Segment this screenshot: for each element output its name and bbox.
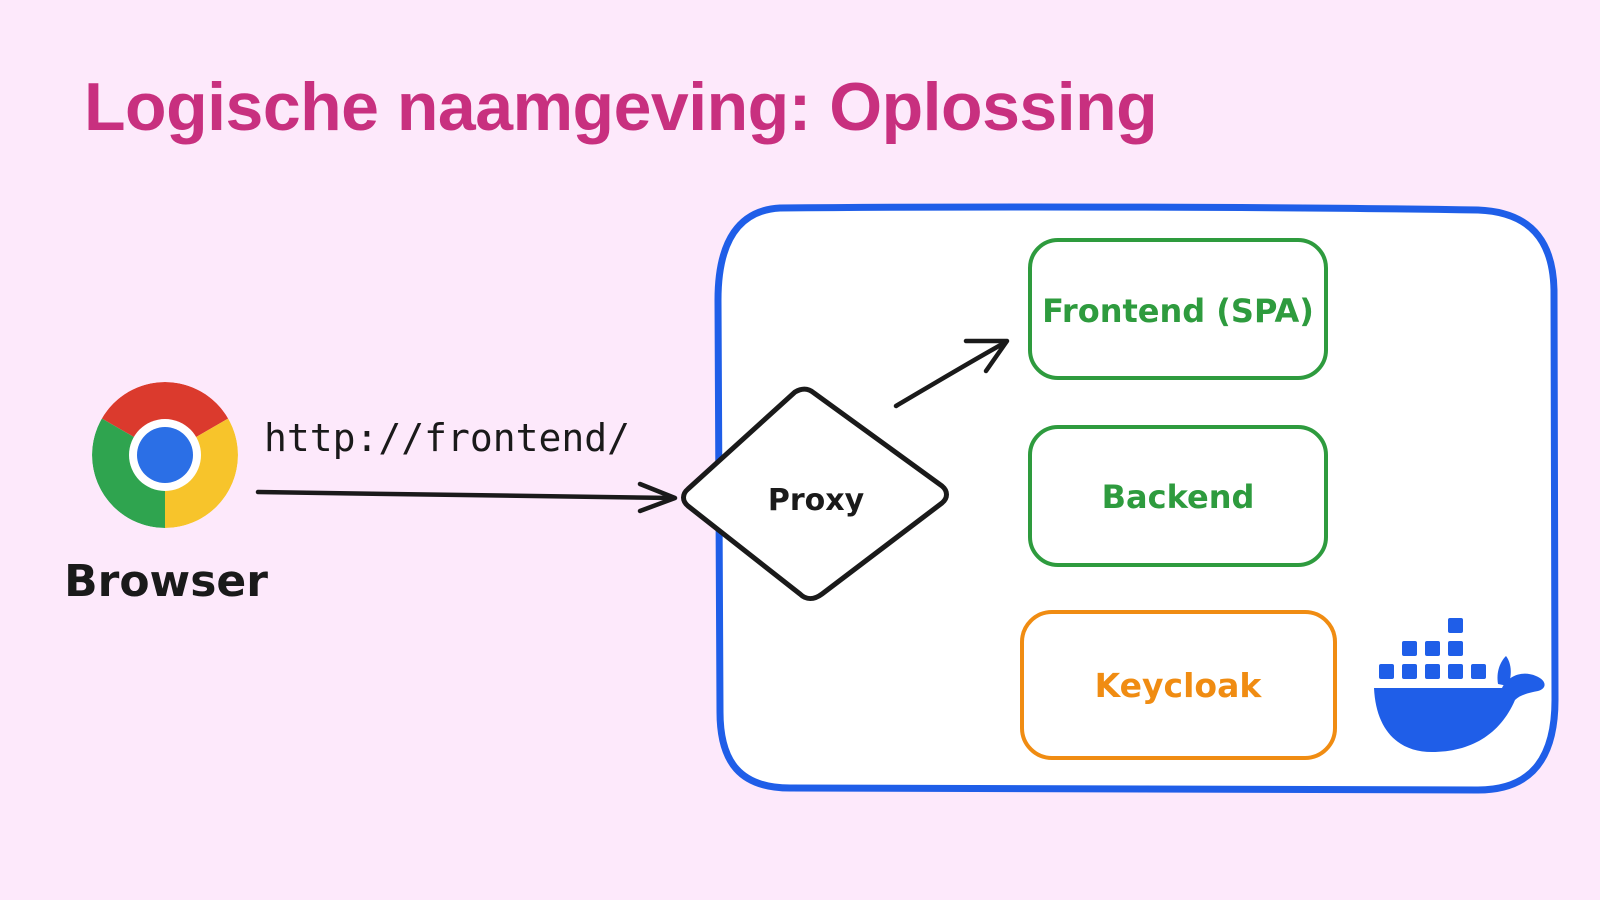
frontend-service-box	[1028, 238, 1328, 380]
frontend-service-label: Frontend (SPA)	[1042, 292, 1314, 330]
proxy-label: Proxy	[768, 483, 865, 518]
slide-title: Logische naamgeving: Oplossing	[84, 69, 1158, 145]
backend-service-box	[1028, 425, 1328, 567]
chrome-icon	[92, 382, 238, 528]
proxy-node	[681, 386, 949, 601]
backend-service-label: Backend	[1102, 478, 1255, 516]
request-url-label: http://frontend/	[264, 416, 630, 460]
docker-icon	[1374, 618, 1545, 752]
browser-label: Browser	[64, 556, 268, 607]
keycloak-service-label: Keycloak	[1095, 666, 1263, 705]
keycloak-service-box	[1020, 610, 1337, 760]
proxy-to-frontend-arrow	[893, 338, 1010, 409]
request-arrow	[255, 481, 678, 514]
